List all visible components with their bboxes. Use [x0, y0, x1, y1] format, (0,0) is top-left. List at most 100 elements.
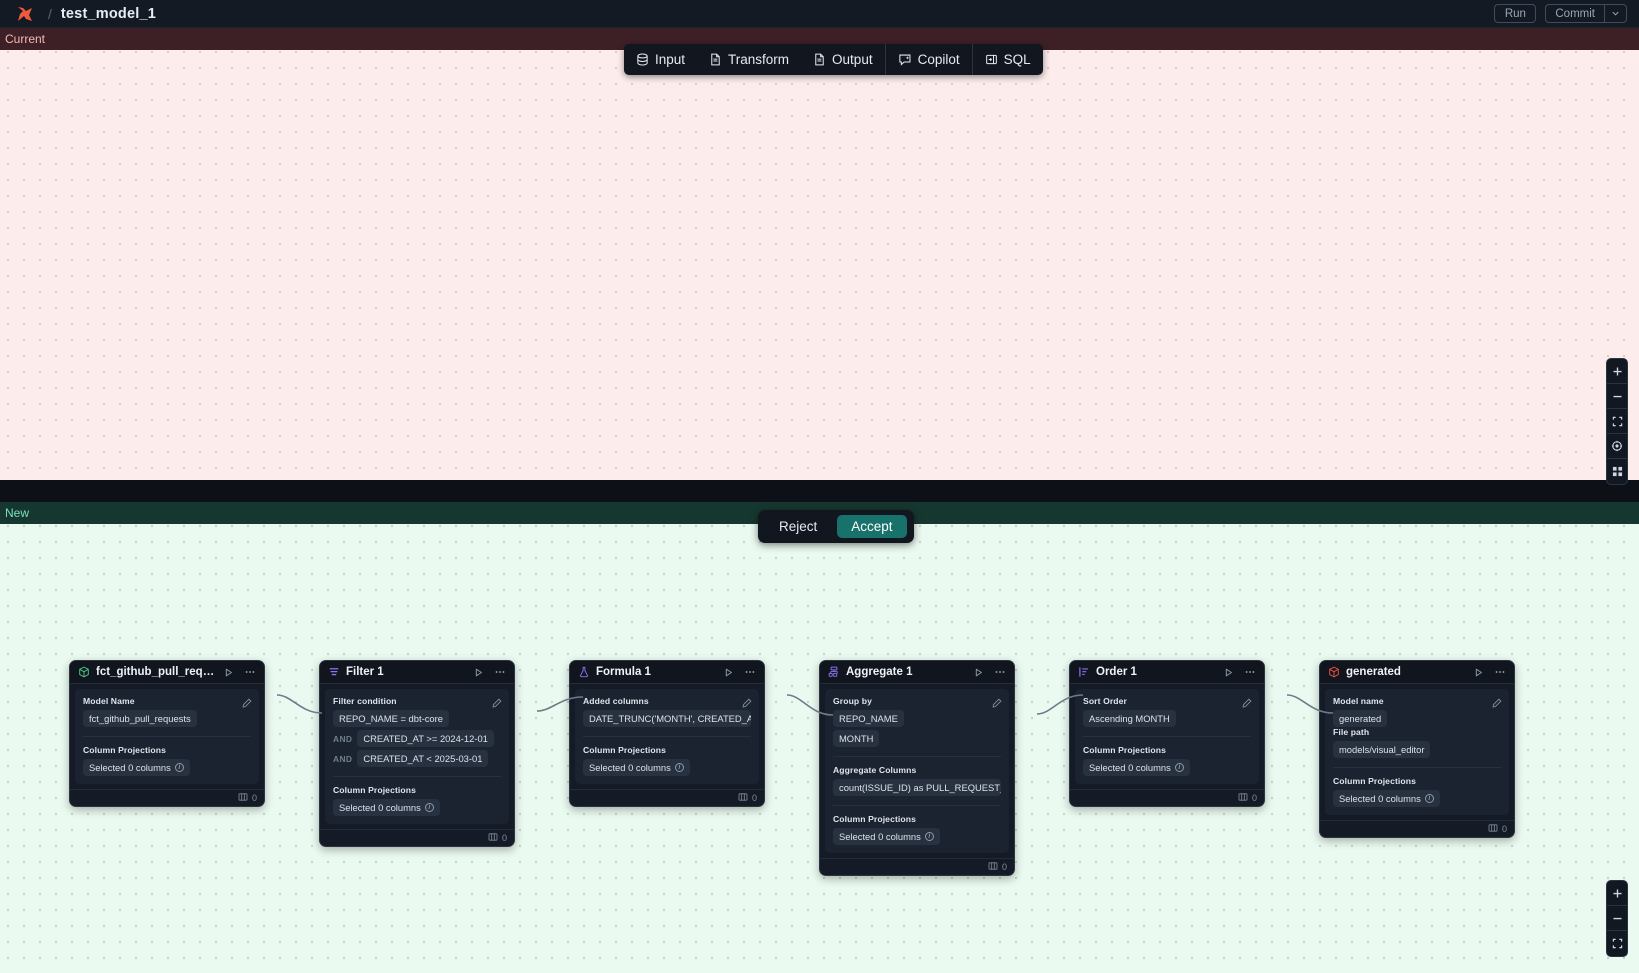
- ellipsis-icon[interactable]: [742, 666, 758, 678]
- minus-icon[interactable]: [1607, 384, 1627, 409]
- node-header[interactable]: generated: [1320, 661, 1514, 684]
- toolbar-item-sql[interactable]: SQL: [971, 44, 1043, 75]
- toolbar-item-output[interactable]: Output: [801, 44, 885, 75]
- play-icon[interactable]: [721, 667, 736, 678]
- node-header[interactable]: Aggregate 1: [820, 661, 1014, 684]
- run-button[interactable]: Run: [1494, 4, 1537, 23]
- chip-row: REPO_NAME: [833, 710, 1001, 727]
- toolbar-item-copilot[interactable]: Copilot: [884, 44, 972, 75]
- zoom-controls-new: [1606, 880, 1628, 957]
- info-icon[interactable]: i: [174, 763, 184, 772]
- field-label: Aggregate Columns: [833, 756, 1001, 775]
- info-icon[interactable]: i: [1174, 763, 1184, 772]
- current-canvas-pane[interactable]: [0, 28, 1639, 480]
- value-chip[interactable]: Selected 0 columns i: [1083, 759, 1190, 776]
- field-label: Model Name: [83, 696, 135, 706]
- toolbar-item-input-label: Input: [655, 52, 686, 67]
- info-icon[interactable]: i: [1424, 794, 1434, 803]
- play-icon[interactable]: [1471, 667, 1486, 678]
- value-chip[interactable]: count(ISSUE_ID) as PULL_REQUEST_...: [833, 779, 1001, 796]
- field-label: Group by: [833, 696, 872, 706]
- ellipsis-icon[interactable]: [1242, 666, 1258, 678]
- value-chip[interactable]: REPO_NAME: [833, 710, 904, 727]
- toolbar-item-copilot-label: Copilot: [917, 52, 960, 67]
- value-chip[interactable]: CREATED_AT >= 2024-12-01: [357, 730, 494, 747]
- ellipsis-icon[interactable]: [492, 666, 508, 678]
- plus-icon[interactable]: [1607, 881, 1627, 906]
- lock-target-icon[interactable]: [1607, 434, 1627, 459]
- diff-decision-bar: Reject Accept: [758, 510, 914, 543]
- value-chip[interactable]: models/visual_editor: [1333, 741, 1431, 758]
- chevron-down-icon[interactable]: [1604, 4, 1627, 23]
- value-chip[interactable]: Ascending MONTH: [1083, 710, 1176, 727]
- node-aggregate[interactable]: Aggregate 1 Group by REPO_NAME MONTH Aggreg…: [819, 660, 1015, 876]
- node-source[interactable]: fct_github_pull_requests Model Name fct_g…: [69, 660, 265, 807]
- fit-view-icon[interactable]: [1607, 409, 1627, 434]
- pencil-icon[interactable]: [992, 695, 1002, 713]
- node-footer: 0: [1320, 820, 1514, 837]
- node-header[interactable]: Formula 1: [570, 661, 764, 684]
- pencil-icon[interactable]: [1492, 695, 1502, 713]
- commit-button[interactable]: Commit: [1545, 4, 1604, 23]
- ellipsis-icon[interactable]: [242, 666, 258, 678]
- node-header[interactable]: fct_github_pull_requests: [70, 661, 264, 684]
- node-footer: 0: [70, 789, 264, 806]
- chip-row: fct_github_pull_requests: [83, 710, 251, 727]
- node-title: Filter 1: [346, 666, 384, 678]
- x-logo-icon[interactable]: [14, 3, 36, 25]
- ellipsis-icon[interactable]: [992, 666, 1008, 678]
- field-label: Sort Order: [1083, 696, 1127, 706]
- node-header[interactable]: Filter 1: [320, 661, 514, 684]
- node-header[interactable]: Order 1: [1070, 661, 1264, 684]
- value-chip[interactable]: Selected 0 columns i: [83, 759, 190, 776]
- node-title: Order 1: [1096, 666, 1137, 678]
- toolbar-item-transform[interactable]: Transform: [697, 44, 801, 75]
- minus-icon[interactable]: [1607, 906, 1627, 931]
- value-chip[interactable]: Selected 0 columns i: [833, 828, 940, 845]
- zoom-controls-current: [1606, 358, 1628, 485]
- chip-row: Selected 0 columns i: [333, 799, 501, 816]
- ellipsis-icon[interactable]: [1492, 666, 1508, 678]
- info-icon[interactable]: i: [924, 832, 934, 841]
- fit-view-icon[interactable]: [1607, 931, 1627, 956]
- play-icon[interactable]: [1221, 667, 1236, 678]
- value-chip[interactable]: MONTH: [833, 730, 880, 747]
- accept-button[interactable]: Accept: [837, 515, 907, 538]
- pencil-icon[interactable]: [1242, 695, 1252, 713]
- chip-row: Selected 0 columns i: [1083, 759, 1251, 776]
- reject-button[interactable]: Reject: [765, 515, 831, 538]
- current-pane-label: Current: [5, 32, 46, 46]
- value-chip[interactable]: Selected 0 columns i: [1333, 790, 1440, 807]
- pencil-icon[interactable]: [242, 695, 252, 713]
- toolbar-item-sql-label: SQL: [1003, 52, 1031, 67]
- new-pane-label: New: [5, 506, 30, 520]
- info-icon[interactable]: i: [674, 763, 684, 772]
- pencil-icon[interactable]: [492, 695, 502, 713]
- value-chip[interactable]: CREATED_AT < 2025-03-01: [357, 750, 489, 767]
- grid-icon[interactable]: [1607, 459, 1627, 484]
- play-icon[interactable]: [971, 667, 986, 678]
- play-icon[interactable]: [221, 667, 236, 678]
- value-chip[interactable]: DATE_TRUNC('MONTH', CREATED_AT...: [583, 710, 751, 727]
- columns-icon: [488, 832, 498, 844]
- value-chip[interactable]: Selected 0 columns i: [333, 799, 440, 816]
- pencil-icon[interactable]: [742, 695, 752, 713]
- value-chip[interactable]: generated: [1333, 710, 1388, 727]
- value-chip[interactable]: Selected 0 columns i: [583, 759, 690, 776]
- info-icon[interactable]: i: [424, 803, 434, 812]
- value-chip[interactable]: fct_github_pull_requests: [83, 710, 197, 727]
- value-chip[interactable]: REPO_NAME = dbt-core: [333, 710, 449, 727]
- play-icon[interactable]: [471, 667, 486, 678]
- plus-icon[interactable]: [1607, 359, 1627, 384]
- chip-row: Selected 0 columns i: [83, 759, 251, 776]
- column-count: 0: [751, 793, 757, 803]
- toolbar-item-input[interactable]: Input: [624, 44, 697, 75]
